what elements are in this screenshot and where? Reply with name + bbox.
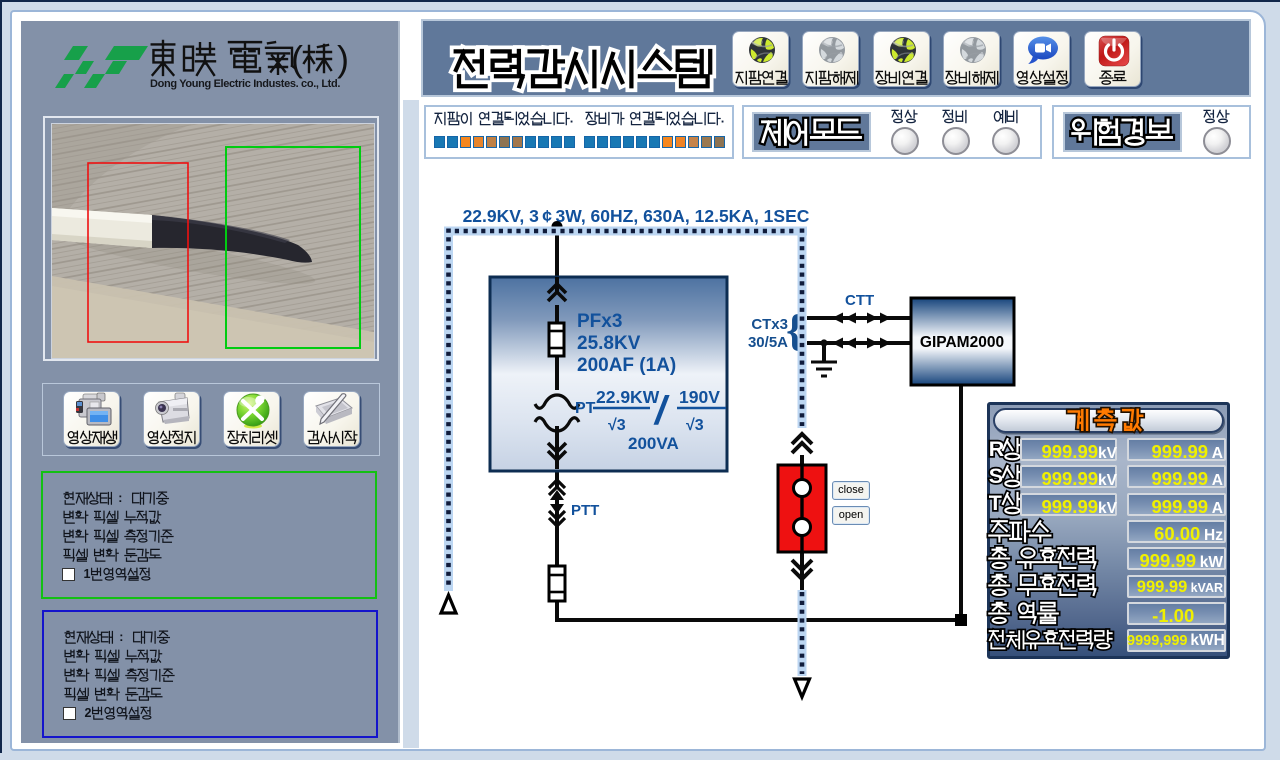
svg-text:30/5A: 30/5A <box>748 334 788 351</box>
svg-text:CTx3: CTx3 <box>751 316 788 333</box>
svg-text:S: S <box>989 464 1003 488</box>
svg-text:): ) <box>337 38 349 79</box>
svg-text:22.9KW: 22.9KW <box>596 387 660 407</box>
svg-text:/: / <box>653 389 670 433</box>
svg-text:PFx3: PFx3 <box>577 311 622 332</box>
svg-text:200VA: 200VA <box>628 434 679 453</box>
svg-text:PTT: PTT <box>571 502 599 519</box>
svg-text:R: R <box>989 437 1005 461</box>
svg-text:(: ( <box>291 38 303 79</box>
svg-text:T: T <box>989 491 1002 515</box>
svg-text:.: . <box>721 111 725 126</box>
svg-text:1: 1 <box>84 567 91 581</box>
svg-text:S: S <box>989 464 1003 488</box>
svg-text:190V: 190V <box>679 387 720 407</box>
svg-text:200AF (1A): 200AF (1A) <box>577 355 676 376</box>
svg-text:R: R <box>989 437 1005 461</box>
svg-text:√3: √3 <box>608 417 626 434</box>
svg-text:PT: PT <box>575 400 596 417</box>
svg-text:T: T <box>989 491 1002 515</box>
svg-text::: : <box>119 630 123 644</box>
svg-text:25.8KV: 25.8KV <box>577 333 641 354</box>
svg-text:GIPAM2000: GIPAM2000 <box>920 334 1004 351</box>
svg-text:.: . <box>570 111 574 126</box>
svg-text:22.9KV, 3 ¢ 3W, 60HZ, 630A, 12: 22.9KV, 3 ¢ 3W, 60HZ, 630A, 12.5KA, 1SEC <box>463 206 810 226</box>
svg-text::: : <box>118 491 122 505</box>
svg-text:CTT: CTT <box>845 292 874 309</box>
svg-text:√3: √3 <box>686 417 704 434</box>
svg-text:2: 2 <box>85 706 92 720</box>
